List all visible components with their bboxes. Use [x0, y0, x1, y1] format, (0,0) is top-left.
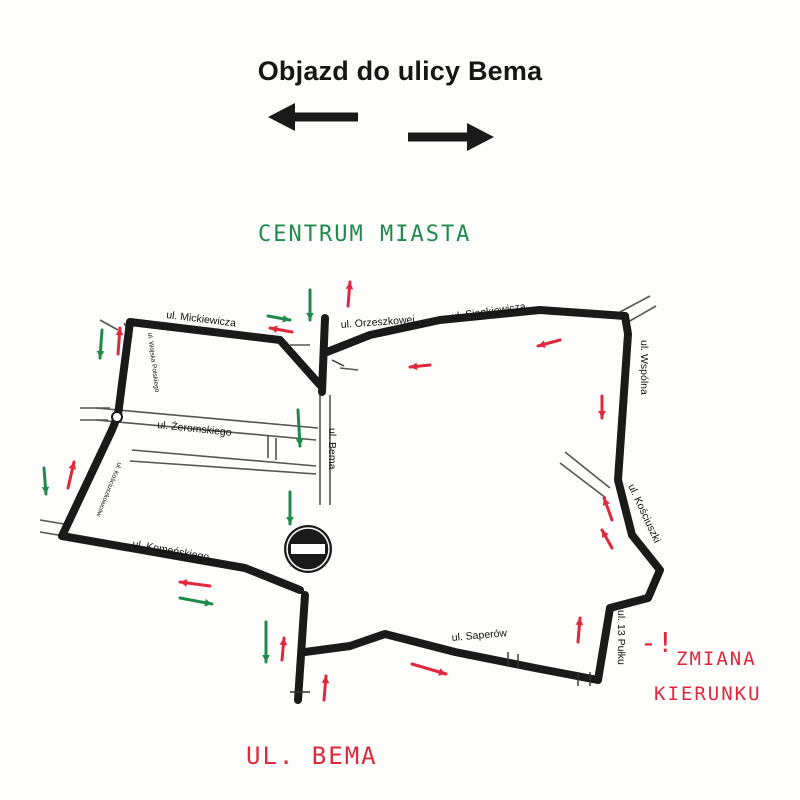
green-traffic-arrow-icon: [295, 408, 304, 448]
green-traffic-arrow-icon: [286, 490, 294, 526]
green-traffic-arrow-icon: [41, 466, 50, 496]
ul-bema-label: UL. BEMA: [246, 742, 378, 770]
street-label-13-pulku: ul. 13 Pułku: [615, 610, 627, 665]
red-traffic-arrow-icon: [279, 636, 288, 662]
red-traffic-arrow-icon: [602, 496, 614, 522]
red-traffic-arrow-icon: [408, 362, 432, 371]
red-traffic-arrow-icon: [321, 674, 330, 702]
street-label-wspolna: ul. Wspólna: [638, 340, 650, 395]
street-label-saperow: ul. Saperów: [451, 627, 508, 644]
street-label-komenskiego: ul. Komeńskiego: [131, 538, 210, 563]
centrum-label: CENTRUM MIASTA: [258, 222, 472, 247]
right-arrow-icon: [408, 123, 494, 151]
street-label-wojska-polskiego: ul. Wojska Polskiego: [146, 332, 160, 393]
green-traffic-arrow-icon: [266, 314, 292, 323]
map-title: Objazd do ulicy Bema: [257, 56, 543, 86]
street-label-zeromskiego: ul. Żeromskiego: [157, 418, 233, 439]
red-traffic-arrow-icon: [598, 394, 606, 420]
street-label-sienkiewicza: ul. Sienkiewicza: [451, 301, 527, 323]
street-label-orzeszkowej: ul. Orzeszkowej: [340, 314, 415, 331]
roundabout: [111, 411, 123, 423]
red-traffic-arrow-icon: [575, 616, 584, 644]
no-entry-sign-icon: [284, 525, 332, 573]
street-label-bema: ul. Bema: [326, 428, 338, 470]
green-traffic-arrow-icon: [178, 596, 214, 607]
red-traffic-arrow-icon: [410, 662, 448, 676]
red-traffic-arrow-icon: [345, 280, 354, 308]
red-traffic-arrow-icon: [178, 579, 212, 588]
kierunku-label: KIERUNKU: [654, 683, 762, 705]
road-end-ticks: [290, 359, 591, 693]
zmiana-label: ZMIANA: [676, 648, 757, 670]
green-traffic-arrow-icon: [306, 288, 314, 322]
street-label-kosciuszkowcow: ul. Kościuszkowców: [94, 461, 122, 517]
traffic-arrows: [41, 280, 614, 702]
green-traffic-arrow-icon: [262, 620, 270, 664]
green-traffic-arrow-icon: [96, 328, 105, 360]
minor-streets: [39, 295, 657, 537]
red-traffic-arrow-icon: [66, 460, 77, 490]
red-traffic-arrow-icon: [600, 528, 614, 550]
red-traffic-arrow-icon: [115, 326, 124, 356]
left-arrow-icon: [268, 103, 358, 131]
red-traffic-arrow-icon: [536, 338, 562, 348]
red-traffic-arrow-icon: [268, 325, 294, 334]
change-marker-icon: -!: [640, 626, 674, 659]
